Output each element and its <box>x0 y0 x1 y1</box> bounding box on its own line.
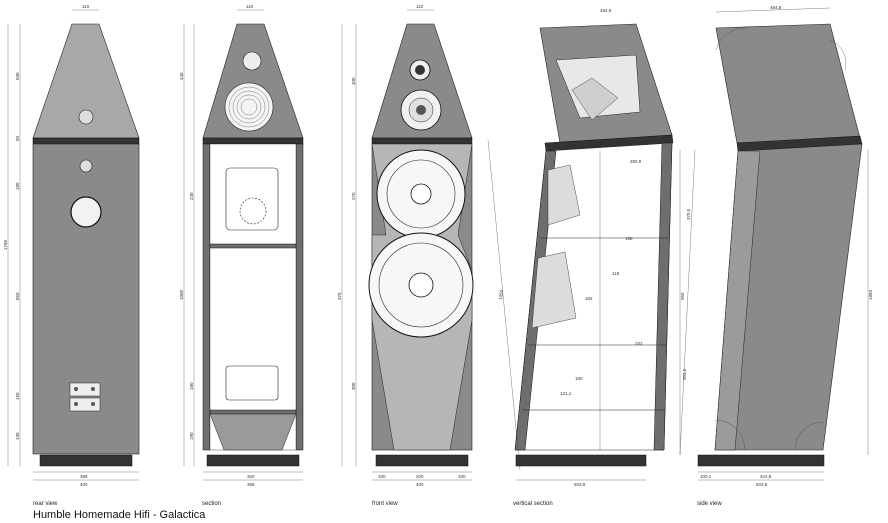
rear-overall-width: 400 <box>80 482 88 487</box>
svg-text:1850: 1850 <box>868 289 873 300</box>
svg-text:190: 190 <box>189 432 194 440</box>
svg-text:370,5: 370,5 <box>686 208 691 220</box>
binding-post-plate <box>69 382 101 397</box>
svg-text:240: 240 <box>189 192 194 200</box>
page-title: Humble Homemade Hifi - Galactica <box>33 509 206 521</box>
label-section: section <box>202 501 222 507</box>
section-left-wall <box>202 143 211 451</box>
svg-text:400: 400 <box>351 77 356 85</box>
svg-text:110: 110 <box>416 4 424 9</box>
label-rear-view: rear view <box>33 501 58 507</box>
side-view: 484,8 100,1 341,8 503,8 1850 370,5 904,5 <box>679 5 873 487</box>
svg-text:950: 950 <box>680 292 685 300</box>
rear-view: 110 388 400 1780 590 60 180 650 150 190 <box>3 4 140 487</box>
svg-text:270: 270 <box>351 192 356 200</box>
front-view: 110 100 200 100 400 400 270 370 300 <box>337 4 474 487</box>
svg-text:341,8: 341,8 <box>760 474 772 479</box>
tweeter-chamber-icon <box>242 51 262 71</box>
svg-text:180: 180 <box>15 182 20 190</box>
rear-terminal-icon <box>78 109 94 125</box>
section-right-wall <box>295 143 304 451</box>
svg-text:158: 158 <box>625 236 633 241</box>
vertical-section-view: 280,8 158 118 182 102 121,1 180 484,8 50… <box>487 8 685 487</box>
label-front-view: front view <box>372 501 398 507</box>
svg-text:503,8: 503,8 <box>574 482 586 487</box>
rear-base-width: 388 <box>80 474 88 479</box>
svg-text:200: 200 <box>416 474 424 479</box>
svg-text:180: 180 <box>575 376 583 381</box>
rear-overall-height: 1780 <box>3 239 8 250</box>
svg-text:400: 400 <box>416 482 424 487</box>
svg-text:904,5: 904,5 <box>682 368 687 380</box>
section-view: 110 320 388 440 240 1000 180 190 <box>179 4 304 487</box>
svg-text:60: 60 <box>15 135 20 141</box>
svg-text:118: 118 <box>612 271 620 276</box>
svg-text:280,8: 280,8 <box>630 159 642 164</box>
svg-text:440: 440 <box>179 72 184 80</box>
svg-text:484,8: 484,8 <box>600 8 612 13</box>
svg-text:1050: 1050 <box>498 289 504 300</box>
svg-text:190: 190 <box>15 432 20 440</box>
svg-text:102: 102 <box>635 341 643 346</box>
svg-text:100,1: 100,1 <box>700 474 712 479</box>
svg-text:388: 388 <box>247 482 255 487</box>
rear-top-width: 110 <box>82 4 90 9</box>
svg-text:300: 300 <box>351 382 356 390</box>
svg-text:370: 370 <box>337 292 342 300</box>
label-side-view: side view <box>697 501 722 507</box>
svg-text:590: 590 <box>15 72 20 80</box>
svg-text:484,8: 484,8 <box>770 5 782 10</box>
svg-text:100: 100 <box>378 474 386 479</box>
svg-text:182: 182 <box>585 296 593 301</box>
rear-terminal-icon <box>79 159 93 173</box>
rear-top-band <box>32 137 140 145</box>
svg-text:320: 320 <box>247 474 255 479</box>
svg-text:650: 650 <box>15 292 20 300</box>
svg-text:110: 110 <box>246 4 254 9</box>
bass-reflex-port-icon <box>70 196 102 228</box>
svg-text:1000: 1000 <box>179 289 184 300</box>
svg-text:121,1: 121,1 <box>560 391 572 396</box>
label-vertical-section: vertical section <box>513 501 553 507</box>
svg-text:503,8: 503,8 <box>756 482 768 487</box>
side-top-head <box>715 23 861 144</box>
rear-plinth <box>39 454 133 467</box>
binding-post-plate <box>69 397 101 412</box>
svg-text:150: 150 <box>15 392 20 400</box>
midrange-chamber-icon <box>224 82 274 132</box>
svg-text:100: 100 <box>458 474 466 479</box>
svg-text:180: 180 <box>189 382 194 390</box>
